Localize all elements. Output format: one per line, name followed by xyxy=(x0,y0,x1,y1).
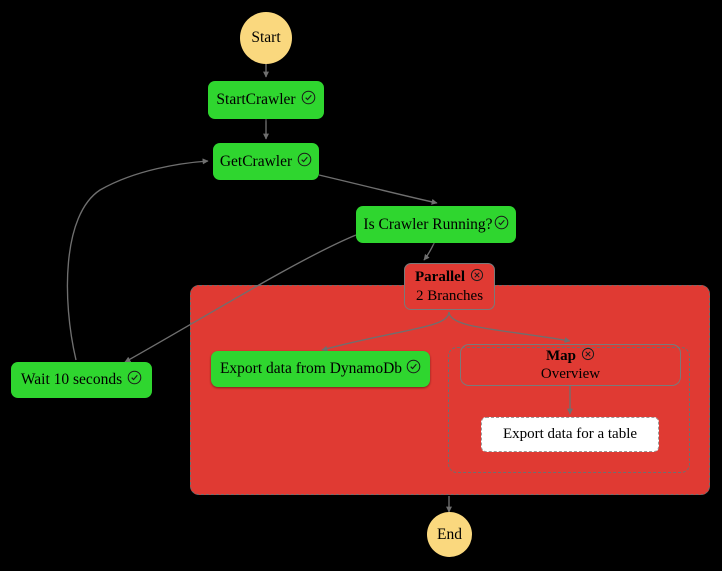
edge-parallel-to-exportdynamodb xyxy=(321,311,450,352)
edge-iscrawlerrunning-to-wait xyxy=(124,234,357,363)
node-get-crawler[interactable]: GetCrawler xyxy=(213,143,319,180)
node-start-crawler-label: StartCrawler xyxy=(216,91,296,109)
node-end-label: End xyxy=(437,525,462,543)
node-is-crawler-running-label: Is Crawler Running? xyxy=(363,215,493,233)
edge-parallel-to-map xyxy=(448,311,571,344)
node-export-data-from-dynamodb[interactable]: Export data from DynamoDb xyxy=(211,351,430,387)
edge-getcrawler-to-iscrawlerrunning xyxy=(318,174,438,205)
check-circle-icon xyxy=(494,215,509,235)
node-map-sublabel: Overview xyxy=(540,366,601,382)
node-parallel-sublabel: 2 Branches xyxy=(415,287,484,304)
node-parallel[interactable]: Parallel 2 Branches xyxy=(404,263,495,310)
node-map[interactable]: Map Overview xyxy=(460,344,681,386)
node-start-crawler[interactable]: StartCrawler xyxy=(208,81,324,119)
node-wait-10-seconds-label: Wait 10 seconds xyxy=(20,371,123,389)
error-circle-icon xyxy=(581,347,595,366)
node-is-crawler-running[interactable]: Is Crawler Running? xyxy=(356,206,516,243)
node-start-label: Start xyxy=(251,29,281,47)
node-get-crawler-label: GetCrawler xyxy=(219,152,293,170)
map-branch-container[interactable] xyxy=(448,347,690,473)
node-map-label: Map xyxy=(546,348,576,364)
node-start[interactable]: Start xyxy=(240,12,292,64)
check-circle-icon xyxy=(297,152,312,172)
node-export-data-for-a-table-label: Export data for a table xyxy=(502,426,638,442)
parallel-branch-container[interactable] xyxy=(190,285,710,495)
check-circle-icon xyxy=(406,359,421,379)
node-export-data-for-a-table[interactable]: Export data for a table xyxy=(481,417,659,452)
check-circle-icon xyxy=(301,90,316,110)
check-circle-icon xyxy=(127,370,142,390)
node-end[interactable]: End xyxy=(427,512,472,557)
edge-wait-to-getcrawler xyxy=(66,158,209,361)
node-wait-10-seconds[interactable]: Wait 10 seconds xyxy=(11,362,152,398)
node-export-data-from-dynamodb-label: Export data from DynamoDb xyxy=(219,360,403,378)
node-parallel-label: Parallel xyxy=(415,269,465,286)
error-circle-icon xyxy=(470,268,484,287)
